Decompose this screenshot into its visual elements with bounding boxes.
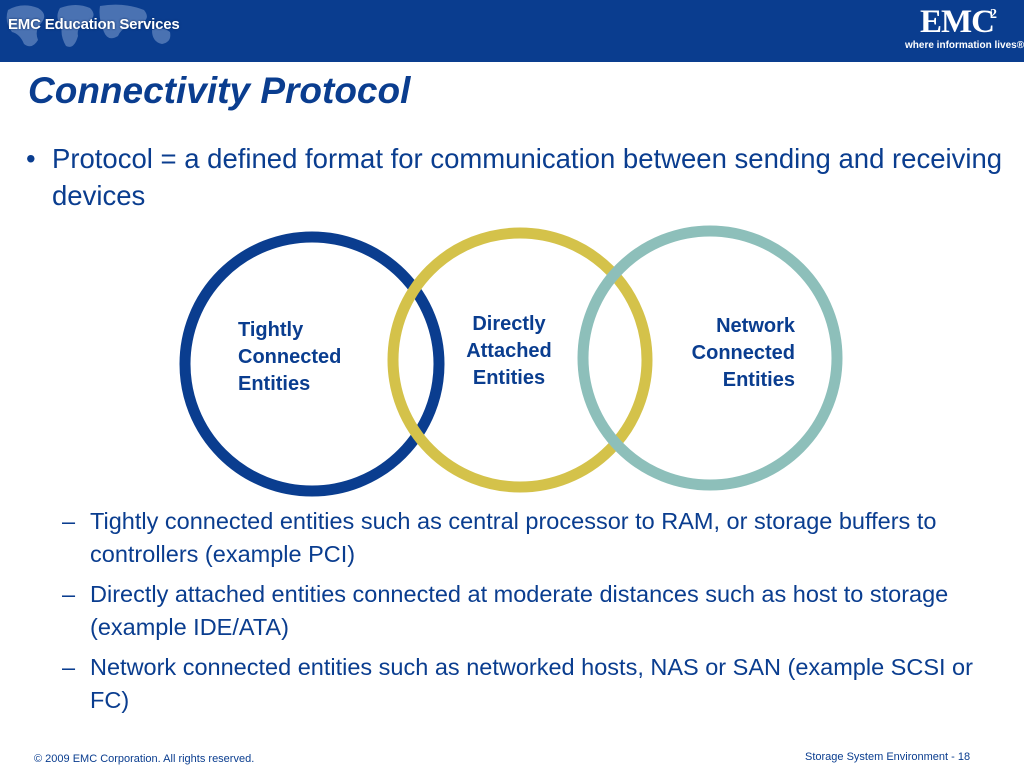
tight-label-line: Tightly bbox=[238, 319, 304, 341]
tight-label-line: Entities bbox=[238, 373, 311, 395]
sub-bullet-marker: – bbox=[62, 654, 76, 680]
sub-bullet-text: Tightly connected entities such as centr… bbox=[90, 508, 937, 567]
sub-bullet: – Tightly connected entities such as cen… bbox=[60, 505, 1010, 570]
direct-label-line: Directly bbox=[472, 313, 546, 335]
footer-section: Storage System Environment - 18 bbox=[805, 751, 970, 763]
network-label-line: Network bbox=[716, 315, 795, 337]
network-label-line: Connected bbox=[691, 342, 795, 364]
emc-logo bbox=[893, 0, 1024, 62]
tight-ring bbox=[179, 231, 445, 497]
footer-copyright: © 2009 EMC Corporation. All rights reser… bbox=[34, 753, 255, 765]
sub-bullet-list: – Tightly connected entities such as cen… bbox=[60, 505, 1010, 724]
tight-label: Tightly Connected Entities bbox=[238, 317, 341, 398]
network-label-line: Entities bbox=[722, 369, 795, 391]
network-label: Network Connected Entities bbox=[675, 313, 795, 394]
main-bullet: • Protocol = a defined format for commun… bbox=[26, 140, 1016, 214]
bullet-marker: • bbox=[26, 143, 36, 174]
page-number: - 18 bbox=[951, 751, 971, 763]
emc-logo-superscript: 2 bbox=[990, 7, 997, 22]
footer-section-name: Storage System Environment bbox=[805, 751, 949, 763]
direct-label-line: Attached bbox=[466, 340, 552, 362]
emc-logo-tagline: where information lives® bbox=[905, 40, 1024, 51]
direct-ring bbox=[387, 227, 653, 493]
slide-title: Connectivity Protocol bbox=[28, 70, 411, 111]
main-bullet-text: Protocol = a defined format for communic… bbox=[52, 143, 1003, 211]
slide-header-bar: EMC Education Services EMC 2 where infor… bbox=[0, 0, 1024, 62]
tight-label-line: Connected bbox=[238, 346, 342, 368]
network-ring bbox=[577, 225, 843, 491]
sub-bullet: – Network connected entities such as net… bbox=[60, 651, 1010, 716]
direct-label: Directly Attached Entities bbox=[459, 311, 559, 392]
sub-bullet-marker: – bbox=[62, 508, 76, 534]
sub-bullet-text: Directly attached entities connected at … bbox=[90, 581, 949, 640]
education-services-brand: EMC Education Services bbox=[8, 16, 180, 33]
sub-bullet-text: Network connected entities such as netwo… bbox=[90, 654, 973, 713]
emc-logo-word: EMC bbox=[920, 4, 995, 40]
world-map-icon bbox=[6, 4, 171, 47]
sub-bullet: – Directly attached entities connected a… bbox=[60, 578, 1010, 643]
direct-label-line: Entities bbox=[472, 367, 546, 389]
sub-bullet-marker: – bbox=[62, 581, 76, 607]
